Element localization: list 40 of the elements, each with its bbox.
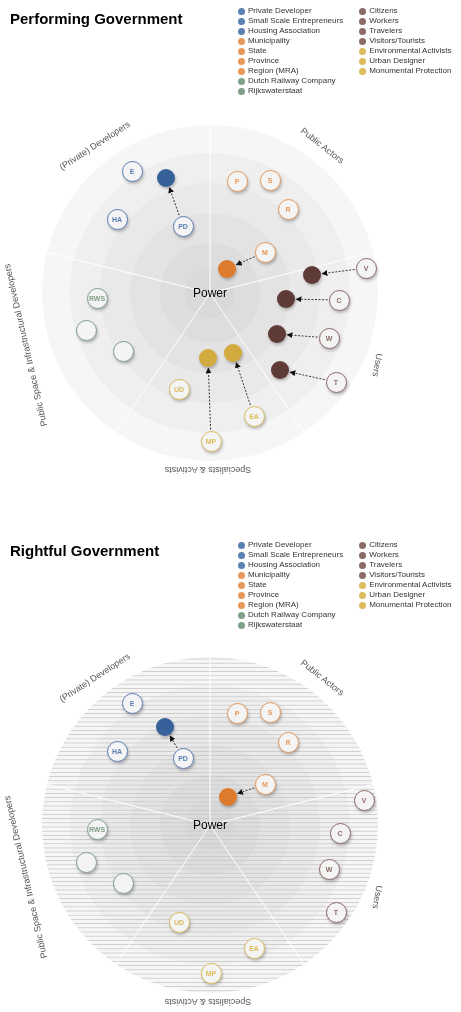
legend-text: Monumental Protection: [369, 601, 452, 609]
sector-label: Users: [370, 884, 384, 910]
section-heading: Rightful Government: [10, 541, 160, 561]
legend-text: Municipality: [248, 37, 290, 45]
legend-text: Dutch Railway Company: [248, 77, 336, 85]
sector-label: Users: [370, 352, 384, 378]
legend-text: Citizens: [369, 7, 398, 15]
legend-text: Environmental Activists: [369, 47, 452, 55]
legend-text: Region (MRA): [248, 601, 299, 609]
sector-label: Specialists & Activists: [164, 464, 252, 474]
legend-text: Workers: [369, 551, 399, 559]
legend-text: Housing Association: [248, 27, 321, 35]
legend-text: Urban Designer: [369, 57, 426, 65]
legend-text: Citizens: [369, 541, 398, 549]
legend-text: Small Scale Entrepreneurs: [248, 17, 344, 25]
legend-text: Monumental Protection: [369, 67, 452, 75]
legend-text: Visitors/Tourists: [369, 571, 426, 579]
legend-text: Small Scale Entrepreneurs: [248, 551, 344, 559]
legend-text: Region (MRA): [248, 67, 299, 75]
legend-text: Rijkswaterstaat: [248, 87, 303, 95]
legend-text: State: [248, 47, 267, 55]
legend-text: Workers: [369, 17, 399, 25]
sector-label: Specialists & Activists: [164, 996, 252, 1006]
legend-text: Rijkswaterstaat: [248, 621, 303, 629]
legend-text: Urban Designer: [369, 591, 426, 599]
legend-text: Province: [248, 57, 280, 65]
legend-text: Environmental Activists: [369, 581, 452, 589]
legend-text: Province: [248, 591, 280, 599]
legend-text: Housing Association: [248, 561, 321, 569]
legend-text: Dutch Railway Company: [248, 611, 336, 619]
center-label: Power: [193, 287, 227, 299]
legend-text: Private Developer: [248, 541, 312, 549]
legend-text: Travelers: [369, 561, 403, 569]
legend-text: State: [248, 581, 267, 589]
legend-text: Visitors/Tourists: [369, 37, 426, 45]
legend-text: Municipality: [248, 571, 290, 579]
diagram-title: Performing Government: [10, 9, 183, 29]
legend-text: Private Developer: [248, 7, 312, 15]
center-label: Power: [193, 819, 227, 831]
legend-text: Travelers: [369, 27, 403, 35]
